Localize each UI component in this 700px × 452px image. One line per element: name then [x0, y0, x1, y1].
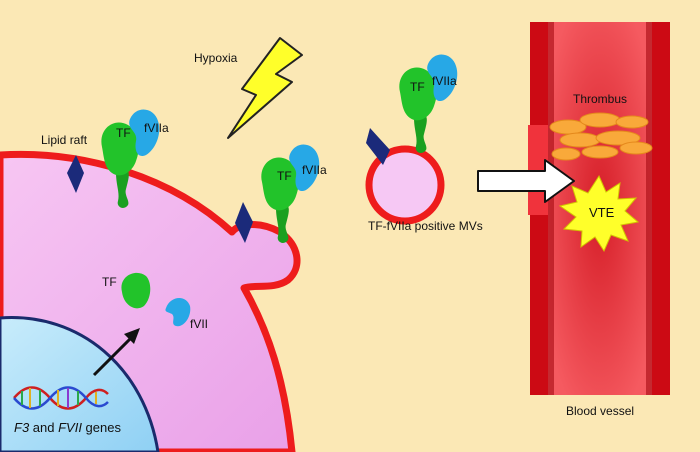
lipid-raft-shape-budding [235, 202, 253, 243]
genes-suffix: genes [82, 420, 122, 435]
hypoxia-label: Hypoxia [194, 51, 238, 65]
blood-vessel-label: Blood vessel [566, 404, 634, 418]
tf-label-mv: TF [410, 80, 425, 94]
tf-fviia-complex-mv [399, 54, 458, 153]
mv-entry-arrow [477, 159, 575, 203]
expression-arrow [92, 328, 140, 377]
thrombus-cluster [549, 112, 653, 161]
lipid-raft-label: Lipid raft [41, 133, 88, 147]
nucleus [0, 316, 160, 452]
genes-label: F3 and FVII genes [14, 420, 121, 435]
fviia-label-mv: fVIIa [432, 74, 457, 88]
genes-and: and [29, 420, 58, 435]
lipid-raft-shape [67, 155, 84, 193]
tf-label-budding: TF [277, 169, 292, 183]
free-tf-shape [121, 272, 151, 309]
genes-fvii: FVII [58, 420, 82, 435]
fviia-label-budding: fVIIa [302, 163, 327, 177]
free-fvii-shape [165, 297, 191, 327]
genes-f3: F3 [14, 420, 30, 435]
vte-burst [558, 174, 640, 253]
lightning-bolt-icon [227, 37, 303, 139]
free-tf-label: TF [102, 275, 117, 289]
lipid-raft-shape-mv [366, 128, 390, 165]
microvesicle [365, 145, 445, 225]
mv-label: TF-fVIIa positive MVs [368, 219, 483, 233]
fviia-label-membrane: fVIIa [144, 121, 169, 135]
thrombus-label: Thrombus [573, 92, 627, 106]
tf-label-membrane: TF [116, 126, 131, 140]
vte-label: VTE [589, 205, 615, 220]
dna-helix-icon [13, 386, 109, 410]
free-fvii-label: fVII [190, 317, 208, 331]
